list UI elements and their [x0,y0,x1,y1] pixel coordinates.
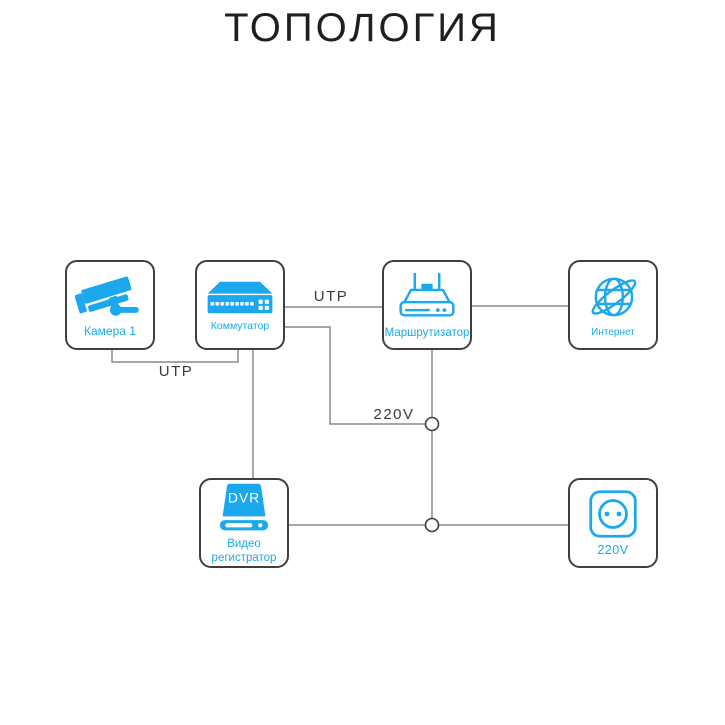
wire-camera-switch [111,350,239,363]
page-title: ТОПОЛОГИЯ [224,6,501,50]
node-label-switch: Коммутатор [210,319,270,332]
node-switch: Коммутатор [195,260,285,350]
node-dvr: DVR Видео регистратор [199,478,289,568]
network-switch-icon [207,281,273,314]
edge-label-utp-switch-router: UTP [313,288,349,305]
internet-globe-icon [591,277,637,317]
wire-switch-power-junction [285,326,426,425]
node-router: Маршрутизатор [382,260,472,350]
dvr-device-text: DVR [228,489,260,505]
node-label-camera1: Камера 1 [84,324,136,338]
junction-node-upper [424,416,440,432]
node-label-internet: Интернет [591,327,635,339]
node-label-router: Маршрутизатор [384,326,470,339]
node-label-outlet: 220V [597,542,629,557]
node-camera1: Камера 1 [65,260,155,350]
node-label-dvr-line2: регистратор [211,552,277,564]
junction-node-lower [424,517,440,533]
wifi-router-icon [399,272,455,317]
power-socket-icon [589,490,637,538]
node-internet: Интернет [568,260,658,350]
dvr-icon: DVR [219,483,269,530]
node-label-dvr: Видео регистратор [212,537,277,566]
edge-label-220v: 220V [373,406,415,423]
node-power-outlet: 220V [568,478,658,568]
cctv-camera-icon [75,276,139,316]
edge-label-utp-camera-switch: UTP [158,363,194,380]
node-label-dvr-line1: Видео [227,537,261,550]
